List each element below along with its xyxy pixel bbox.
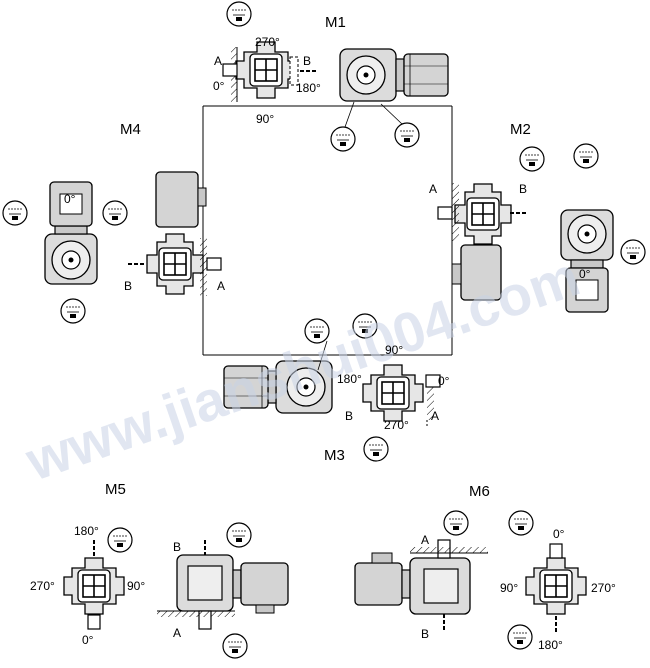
m3-angle-right: 0° — [438, 374, 450, 388]
m3-angle-top: 90° — [385, 343, 404, 357]
m5-front-view — [63, 557, 125, 615]
m5-shafts — [87, 540, 101, 630]
m1-angle-bottom: 90° — [256, 112, 275, 126]
m6-angle-left: 90° — [500, 581, 519, 595]
m6-angle-right: 270° — [591, 581, 616, 595]
m4-wall — [200, 238, 207, 296]
m5-side-view — [176, 540, 289, 630]
m1-side-b: B — [303, 54, 312, 68]
m2-side-a: A — [429, 182, 438, 196]
m6-side-b: B — [421, 627, 430, 641]
m6-angle-top: 0° — [553, 527, 565, 541]
m3-angle-left: 180° — [337, 372, 362, 386]
m3-oil-bubbles — [304, 313, 389, 462]
m6-side-view — [354, 539, 471, 632]
m6-side-a: A — [421, 533, 430, 547]
m3-angle-bottom: 270° — [384, 418, 409, 432]
m3-wall — [426, 380, 434, 428]
position-label-m2: M2 — [510, 121, 531, 138]
m2-front-view — [454, 183, 512, 245]
position-label-m3: M3 — [324, 447, 345, 464]
m4-shaft — [128, 257, 222, 271]
m5-side-a: A — [173, 626, 182, 640]
m6-shafts — [549, 543, 563, 634]
m1-front-view — [235, 41, 297, 99]
m4-motor-up — [155, 171, 207, 228]
m4-gear-angle: 0° — [64, 192, 76, 206]
m2-shaft — [437, 206, 528, 220]
m5-wall — [157, 610, 235, 617]
position-label-m5: M5 — [105, 481, 126, 498]
position-label-m1: M1 — [325, 14, 346, 31]
m2-gear-angle: 0° — [579, 267, 591, 281]
m1-oil-bubbles — [226, 1, 420, 152]
m5-side-b: B — [173, 540, 182, 554]
position-label-m6: M6 — [469, 483, 490, 500]
m1-side-view — [339, 48, 449, 102]
m3-shaft — [425, 374, 441, 388]
m4-side-b: B — [124, 279, 133, 293]
m1-angle-top: 270° — [255, 35, 280, 49]
m5-angle-bottom: 0° — [82, 633, 94, 647]
position-label-m4: M4 — [120, 121, 141, 138]
m6-wall — [410, 547, 488, 554]
m5-angle-left: 270° — [30, 579, 55, 593]
m2-side-b: B — [519, 182, 528, 196]
m1-side-a: A — [214, 54, 223, 68]
m5-angle-right: 90° — [127, 579, 146, 593]
m6-front-view — [525, 557, 587, 615]
m3-side-b: B — [345, 409, 354, 423]
m2-motor-down — [451, 244, 502, 301]
m2-wall — [452, 183, 459, 241]
m3-side-a: A — [431, 409, 440, 423]
m1-shaft — [222, 63, 318, 77]
m6-angle-bottom: 180° — [538, 638, 563, 652]
m4-side-a: A — [217, 279, 226, 293]
m1-angle-right: 180° — [296, 81, 321, 95]
m1-angle-left: 0° — [213, 79, 225, 93]
m4-front-view — [146, 233, 204, 295]
m5-angle-top: 180° — [74, 524, 99, 538]
